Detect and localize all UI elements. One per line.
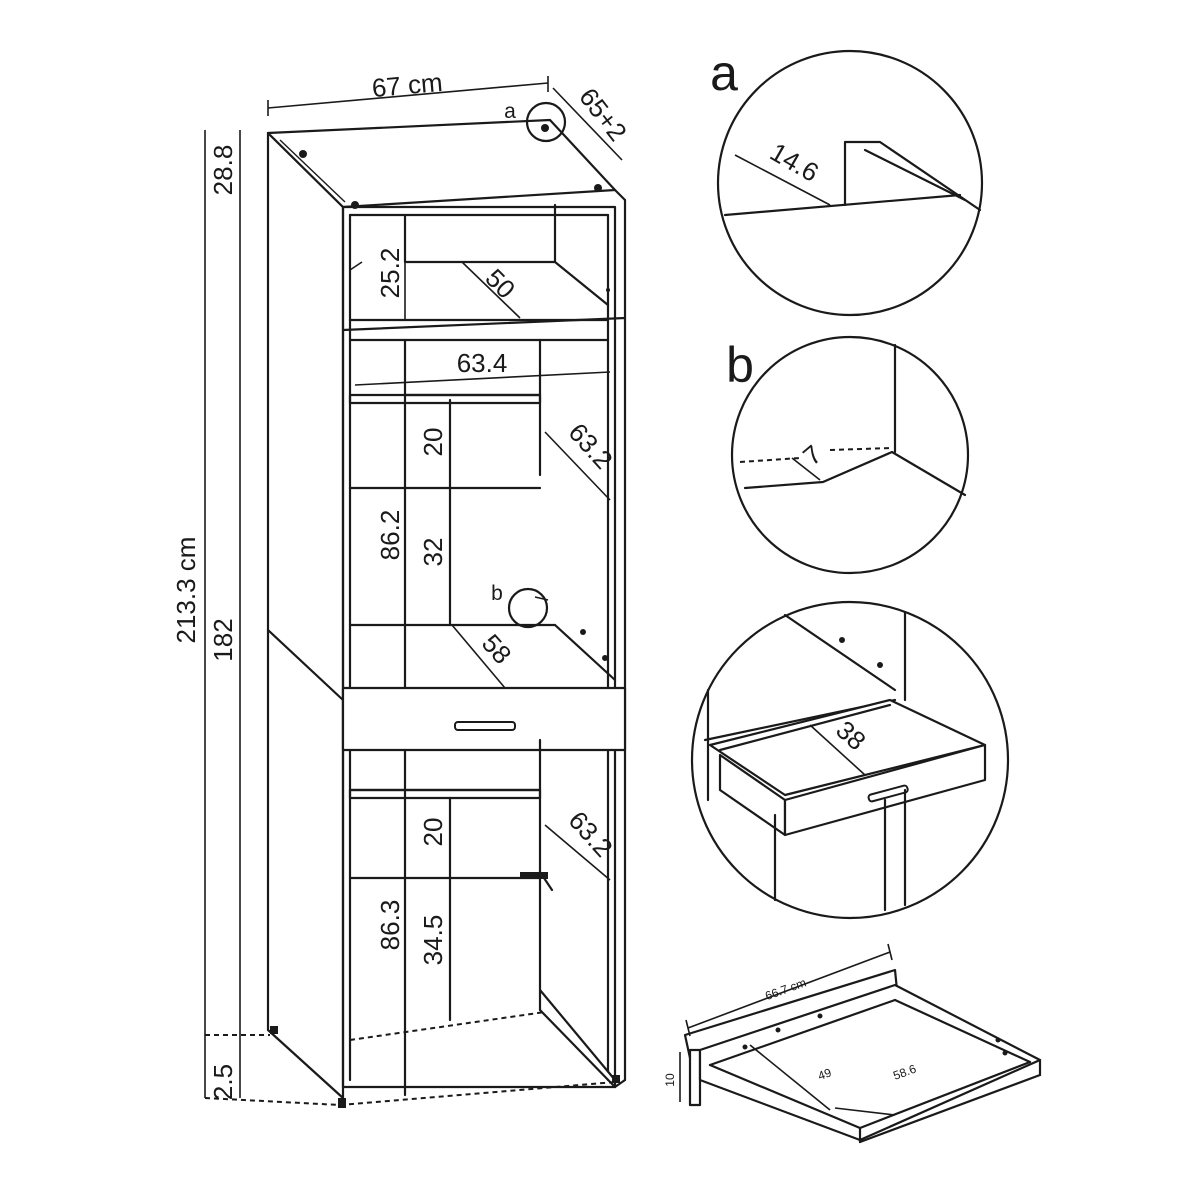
plinth-height-label: 2.5 bbox=[208, 1064, 238, 1100]
lower-height-label: 86.3 bbox=[375, 900, 405, 951]
detail-drawer: 38 bbox=[690, 600, 1010, 920]
callout-a-label: a bbox=[504, 100, 516, 123]
width-label: 67 cm bbox=[371, 67, 444, 103]
detail-a-dimension: 14.6 bbox=[765, 137, 824, 188]
niche-depth-label: 50 bbox=[480, 263, 522, 305]
cabinet-dimensions bbox=[204, 76, 623, 1106]
upper-height-label: 86.2 bbox=[375, 510, 405, 561]
body-height-label: 182 bbox=[208, 618, 238, 661]
total-height-label: 213.3 cm bbox=[171, 537, 201, 644]
tray-drawing: 66.7 cm 10 49 58.6 bbox=[663, 943, 1042, 1144]
detail-b-circle bbox=[730, 335, 970, 575]
detail-b: 7 b bbox=[726, 335, 970, 575]
cabinet-left-side bbox=[266, 131, 345, 1100]
drawer-handle-icon bbox=[454, 721, 516, 731]
lower-front-label: 20 bbox=[418, 818, 448, 847]
callout-a-circle bbox=[525, 101, 567, 143]
tray-height-label: 10 bbox=[663, 1073, 677, 1087]
detail-a: 14.6 a bbox=[710, 45, 984, 317]
detail-b-letter: b bbox=[726, 337, 754, 393]
niche-height-label: 25.2 bbox=[375, 248, 405, 299]
top-height-label: 28.8 bbox=[208, 145, 238, 196]
detail-drawer-circle bbox=[690, 600, 1010, 920]
callout-b-label: b bbox=[491, 582, 503, 605]
upper-front-label: 20 bbox=[418, 428, 448, 457]
cabinet-drawing bbox=[266, 118, 627, 1108]
tray-depth-label: 49 bbox=[816, 1065, 834, 1083]
callout-b-circle bbox=[507, 587, 549, 629]
detail-a-circle bbox=[716, 49, 984, 317]
upper-side-label: 63.2 bbox=[563, 417, 619, 475]
lower-side-label: 63.2 bbox=[563, 805, 619, 863]
upper-inner-label: 32 bbox=[418, 538, 448, 567]
depth-label: 65+2 bbox=[573, 82, 633, 147]
cabinet-front-frame bbox=[341, 205, 617, 1089]
inner-width-label: 63.4 bbox=[457, 348, 508, 378]
lower-inner-label: 34.5 bbox=[418, 915, 448, 966]
upper-shelf-depth-label: 58 bbox=[476, 628, 518, 670]
cabinet-drawer-front bbox=[341, 686, 627, 752]
detail-a-letter: a bbox=[710, 45, 738, 101]
